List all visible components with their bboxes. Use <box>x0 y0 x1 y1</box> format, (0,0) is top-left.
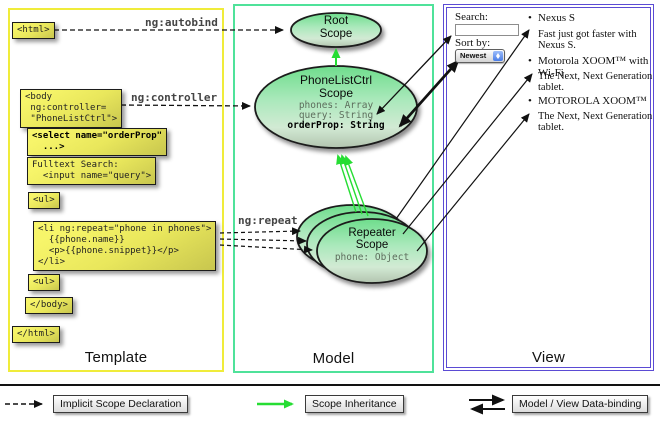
phone-item-desc: The Next, Next Generation tablet. <box>538 111 653 133</box>
root-scope-label: Root Scope <box>319 15 353 40</box>
bullet-icon: • <box>528 12 532 24</box>
sort-select-value: Newest <box>460 51 487 60</box>
phonelistctrl-scope-label: PhoneListCtrl Scope <box>299 73 373 100</box>
repeat-label: ng:repeat <box>238 214 298 227</box>
autobind-label: ng:autobind <box>145 16 218 29</box>
controller-label: ng:controller <box>131 91 218 104</box>
phone-item-name: MOTOROLA XOOM™ <box>538 95 647 107</box>
phonelistctrl-scope-props: phones: Array query: String orderProp: S… <box>287 100 385 131</box>
phone-item-name: Nexus S <box>538 12 575 24</box>
legend-separator <box>0 384 660 386</box>
code-box-li-repeat: <li ng:repeat="phone in phones"> {{phone… <box>33 221 217 271</box>
code-box-html-close: </html> <box>12 326 60 343</box>
legend-scope-inheritance: Scope Inheritance <box>305 395 404 413</box>
view-column-title: View <box>531 349 566 366</box>
phone-item-name: Motorola XOOM™ with Wi-Fi <box>538 55 649 79</box>
code-box-html-open: <html> <box>12 22 55 39</box>
legend-implicit-scope: Implicit Scope Declaration <box>53 395 189 413</box>
model-column: Model <box>233 4 434 373</box>
code-box-ul-open: <ul> <box>28 192 60 209</box>
phone-item-desc: The Next, Next Generation tablet. <box>538 71 653 93</box>
select-stepper-icon <box>493 51 503 61</box>
code-box-body-open: <body ng:controller= "PhoneListCtrl"> <box>20 89 123 128</box>
phone-item-desc: Fast just got faster with Nexus S. <box>538 29 637 51</box>
repeater-scope-props: phone: Object <box>334 252 410 263</box>
bullet-icon: • <box>528 95 532 107</box>
template-column: Template <box>8 8 224 372</box>
repeater-scope-label: Repeater Scope <box>348 227 396 251</box>
legend-data-binding: Model / View Data-binding <box>512 395 649 413</box>
code-box-select: <select name="orderProp" ...> <box>27 128 168 156</box>
template-column-title: Template <box>84 349 148 366</box>
search-label: Search: <box>455 11 488 23</box>
sort-select[interactable]: Newest <box>455 49 505 63</box>
model-column-title: Model <box>312 350 355 367</box>
sort-by-label: Sort by: <box>455 37 491 49</box>
code-box-fulltext: Fulltext Search: <input name="query"> <box>27 157 157 185</box>
code-box-body-close: </body> <box>25 297 73 314</box>
bullet-icon: • <box>528 55 532 67</box>
code-box-ul-close: <ul> <box>28 274 60 291</box>
search-input[interactable] <box>455 24 519 36</box>
